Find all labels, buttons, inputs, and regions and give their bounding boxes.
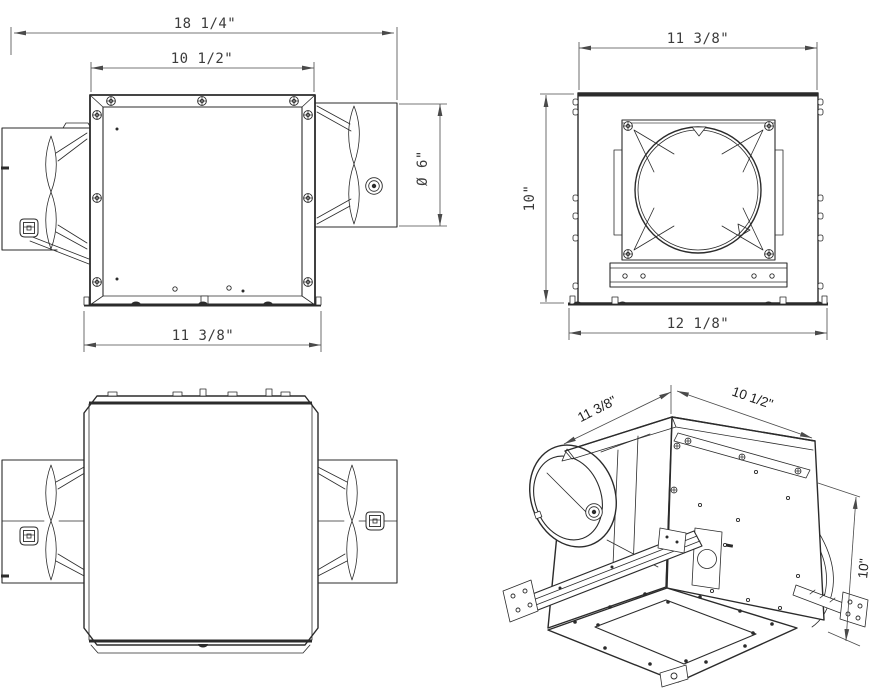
front-view-bottom-flange [568,295,828,306]
iso-long-rail [502,527,703,623]
screw-icon [623,121,633,131]
iso-rail-bracket [502,579,539,623]
front-view-dimensions: 11 3/8" 10" 12 1/8" [522,31,828,340]
bottom-view-housing [83,388,319,654]
dim-label-bottom-width: 12 1/8" [667,316,730,332]
dim-label-top-width: 11 3/8" [667,31,730,47]
damper-catch [691,126,707,137]
dim-label-iso-height: 10" [855,558,872,579]
screw-icon [684,437,692,445]
duct-clip-icon [19,218,39,238]
duct-clip-icon [19,526,39,546]
iso-bottom-bracket [659,664,689,688]
dim-label-height: 10" [522,185,538,212]
dim-label-iso-width: 10 1/2" [730,384,775,412]
ground-screw-icon [585,503,603,521]
screw-icon [623,249,633,259]
screw-icon [289,96,299,106]
screw-icon [197,96,207,106]
dim-label-duct-diameter: Ø 6" [415,150,431,186]
top-view: 18 1/4" 10 1/2" Ø 6" 11 3/8" [1,16,447,352]
front-view: 11 3/8" 10" 12 1/8" [522,31,828,340]
screw-icon [303,193,313,203]
isometric-view: 11 3/8" 10 1/2" 10" [502,384,872,688]
screw-icon [92,110,102,120]
iso-junction-plate [657,527,687,554]
dim-label-overall-width: 18 1/4" [174,16,237,32]
top-view-right-duct [314,102,398,228]
iso-rail-bracket [839,591,869,628]
screw-icon [738,453,746,461]
screw-icon [794,467,802,475]
screw-icon [106,96,116,106]
duct-clip-icon [365,511,385,531]
screw-icon [764,121,774,131]
bottom-view-left-duct [1,459,90,584]
screw-icon [303,110,313,120]
bottom-view-right-duct [312,459,398,584]
top-view-left-duct [1,122,92,265]
bottom-view [1,388,398,654]
iso-duct-collar [529,444,617,548]
screw-icon [670,486,678,494]
screw-icon [764,249,774,259]
top-view-housing [83,94,322,307]
front-view-fan-frame [613,119,784,261]
dim-label-grille-opening: 10 1/2" [171,51,234,67]
screw-icon [92,277,102,287]
screw-icon [673,442,681,450]
screw-icon [92,193,102,203]
top-view-dimensions: 18 1/4" 10 1/2" Ø 6" 11 3/8" [10,16,447,352]
front-view-mounting-rail [609,262,788,288]
dim-label-housing-width: 11 3/8" [172,328,235,344]
iso-bottom-panel [547,587,798,688]
ground-screw-icon [365,177,383,195]
screw-icon [303,277,313,287]
